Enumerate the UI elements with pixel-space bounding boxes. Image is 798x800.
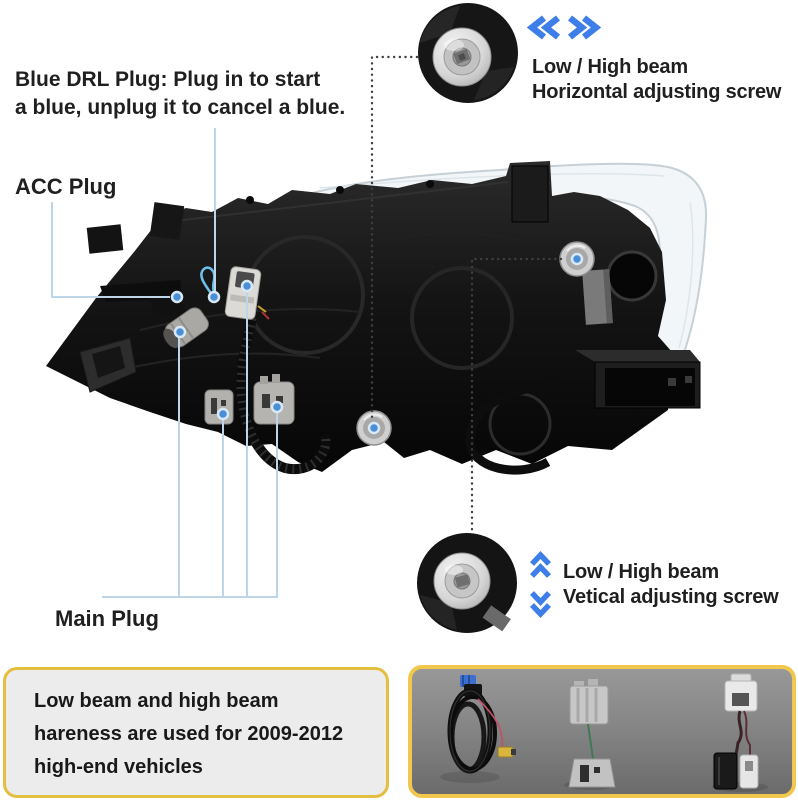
double-chevron-left-icon — [526, 15, 561, 40]
harness-adapter-photo — [712, 673, 768, 792]
vertical-adjust-line2: Vetical adjusting screw — [563, 586, 779, 608]
wiring-harness-photo — [440, 675, 516, 783]
horizontal-adjust-note: Low / High beam Horizontal adjusting scr… — [532, 55, 781, 105]
drl-plug-photo — [224, 266, 262, 320]
acc-plug-photo — [163, 307, 209, 348]
double-chevron-up-icon — [530, 550, 551, 578]
wiring-cables — [200, 266, 562, 475]
horizontal-screw-inset-photo — [418, 3, 518, 103]
parts-panel — [408, 665, 796, 798]
info-box-line1: Low beam and high beam — [34, 690, 279, 712]
bulb-plug-photo-2 — [253, 374, 295, 425]
vertical-adjust-line1: Low / High beam — [563, 561, 719, 583]
parts-panel-images — [440, 673, 768, 792]
bulb-socket-adapter-photo — [564, 679, 616, 790]
headlight-scene — [46, 3, 708, 633]
leader-lines — [51, 128, 278, 598]
drl-plug-note: Blue DRL Plug: Plug in to start a blue, … — [15, 66, 345, 122]
info-box-line3: high-end vehicles — [34, 756, 203, 778]
marker-dots — [170, 252, 584, 435]
double-chevron-right-icon — [567, 15, 602, 40]
drl-note-line2: a blue, unplug it to cancel a blue. — [15, 96, 346, 119]
info-box: Low beam and high beam hareness are used… — [3, 667, 389, 798]
label-patch — [582, 269, 613, 325]
main-plug-label: Main Plug — [55, 606, 159, 631]
vertical-screw-inset-photo — [417, 533, 517, 633]
dotted-leader-lines — [370, 55, 563, 533]
info-box-line2: hareness are used for 2009-2012 — [34, 723, 344, 745]
drl-note-line1: Blue DRL Plug: Plug in to start — [15, 68, 321, 91]
horizontal-adjust-line2: Horizontal adjusting screw — [532, 81, 782, 103]
acc-plug-label: ACC Plug — [15, 174, 117, 199]
blue-drl-wire — [200, 266, 217, 297]
double-chevron-down-icon — [530, 591, 551, 619]
vertical-adjust-note: Low / High beam Vetical adjusting screw — [563, 560, 779, 610]
horizontal-adjust-line1: Low / High beam — [532, 56, 688, 78]
bulb-plug-photo-1 — [204, 389, 234, 425]
